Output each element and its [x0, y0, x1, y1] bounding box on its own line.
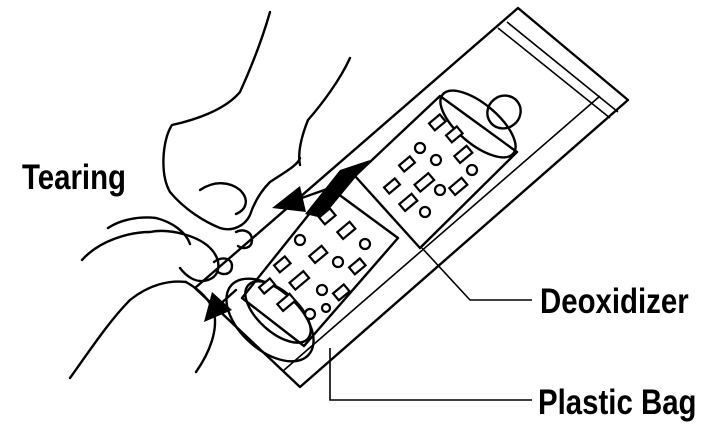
tearing-label: Tearing — [22, 158, 127, 197]
tear-arrows — [204, 186, 332, 322]
callout-leaders — [329, 247, 532, 401]
deoxidizer-label: Deoxidizer — [540, 282, 689, 321]
plastic-bag-label: Plastic Bag — [538, 383, 697, 422]
arrow-icon — [272, 186, 332, 212]
arrow-icon — [204, 288, 238, 322]
hands-illustration — [68, 10, 352, 380]
deoxidizer-illustration — [225, 89, 522, 363]
plastic-bag-illustration — [193, 6, 630, 389]
deoxidizer-leader — [421, 247, 532, 301]
plastic-bag-leader — [329, 348, 532, 401]
